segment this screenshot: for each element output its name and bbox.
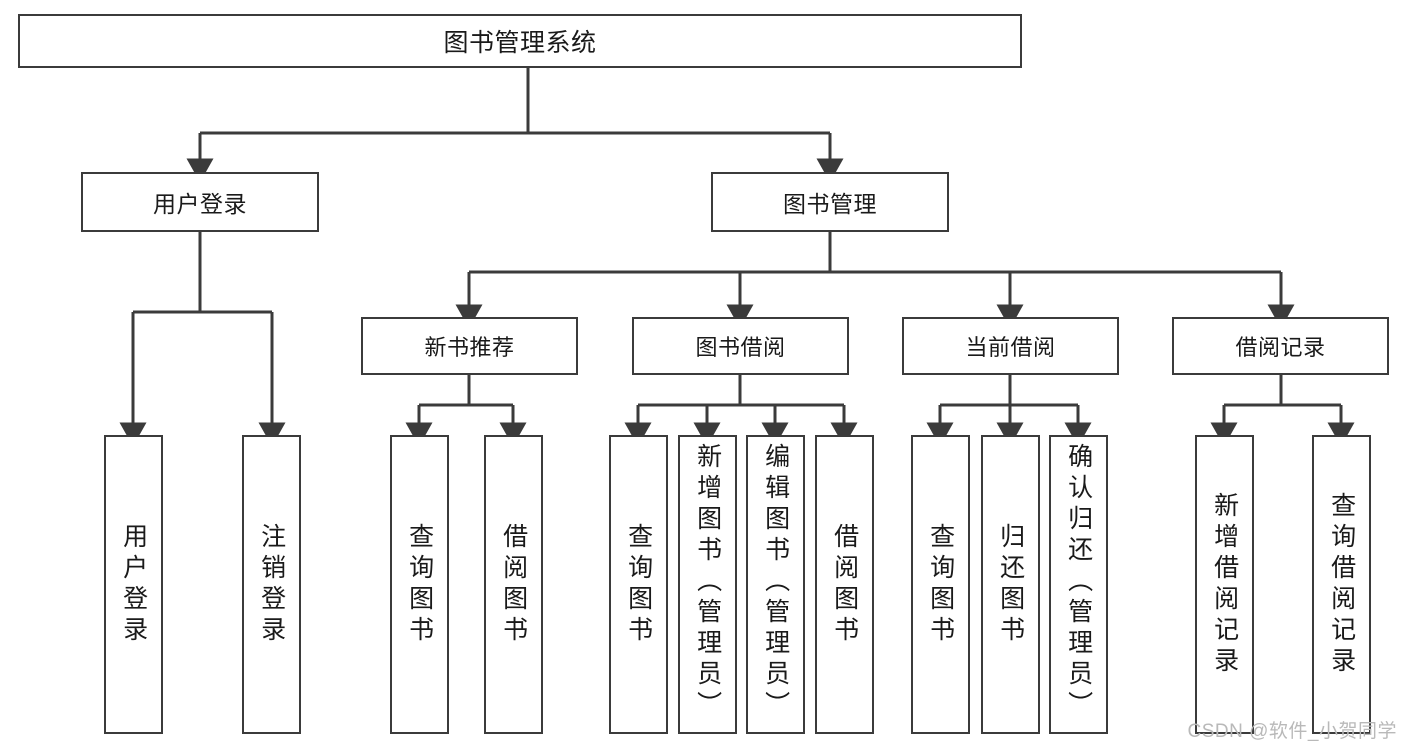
node-leaf-edit-book-admin-label: 编辑图书（管理员） xyxy=(761,443,790,722)
node-user-login-label: 用户登录 xyxy=(153,191,247,217)
node-leaf-query-book-recommend-label: 查询图书 xyxy=(405,522,434,647)
node-new-book-recommend[interactable]: 新书推荐 xyxy=(361,317,578,375)
node-leaf-borrow-book-label: 借阅图书 xyxy=(830,522,859,647)
node-leaf-confirm-return-admin[interactable]: 确认归还（管理员） xyxy=(1049,435,1108,734)
node-leaf-edit-book-admin[interactable]: 编辑图书（管理员） xyxy=(746,435,805,734)
node-leaf-query-book-recommend[interactable]: 查询图书 xyxy=(390,435,449,734)
node-leaf-add-book-admin-label: 新增图书（管理员） xyxy=(693,443,722,722)
node-leaf-query-borrow-record[interactable]: 查询借阅记录 xyxy=(1312,435,1371,734)
node-current-borrow[interactable]: 当前借阅 xyxy=(902,317,1119,375)
node-root-label: 图书管理系统 xyxy=(443,29,597,57)
node-leaf-confirm-return-admin-label: 确认归还（管理员） xyxy=(1064,443,1093,722)
node-leaf-query-book-borrow-label: 查询图书 xyxy=(624,522,653,647)
node-leaf-return-book-label: 归还图书 xyxy=(996,522,1025,647)
node-book-management-label: 图书管理 xyxy=(783,191,877,217)
node-leaf-query-book-current-label: 查询图书 xyxy=(926,522,955,647)
node-leaf-user-login-label: 用户登录 xyxy=(119,522,148,647)
node-leaf-add-borrow-record[interactable]: 新增借阅记录 xyxy=(1195,435,1254,734)
node-leaf-add-book-admin[interactable]: 新增图书（管理员） xyxy=(678,435,737,734)
node-leaf-logout-label: 注销登录 xyxy=(257,522,286,647)
node-leaf-return-book[interactable]: 归还图书 xyxy=(981,435,1040,734)
node-current-borrow-label: 当前借阅 xyxy=(965,335,1056,360)
node-leaf-query-book-current[interactable]: 查询图书 xyxy=(911,435,970,734)
csdn-watermark: CSDN @软件_小贺同学 xyxy=(1187,721,1397,742)
node-book-borrow-label: 图书借阅 xyxy=(695,335,786,360)
node-leaf-borrow-book[interactable]: 借阅图书 xyxy=(815,435,874,734)
node-leaf-borrow-book-recommend[interactable]: 借阅图书 xyxy=(484,435,543,734)
node-user-login[interactable]: 用户登录 xyxy=(81,172,319,232)
node-root-system[interactable]: 图书管理系统 xyxy=(18,14,1022,68)
node-new-book-recommend-label: 新书推荐 xyxy=(424,335,515,360)
node-leaf-add-borrow-record-label: 新增借阅记录 xyxy=(1210,491,1239,678)
node-borrow-record[interactable]: 借阅记录 xyxy=(1172,317,1389,375)
node-book-borrow[interactable]: 图书借阅 xyxy=(632,317,849,375)
node-borrow-record-label: 借阅记录 xyxy=(1235,335,1326,360)
node-leaf-user-login[interactable]: 用户登录 xyxy=(104,435,163,734)
node-leaf-query-book-borrow[interactable]: 查询图书 xyxy=(609,435,668,734)
node-leaf-query-borrow-record-label: 查询借阅记录 xyxy=(1327,491,1356,678)
node-leaf-borrow-book-recommend-label: 借阅图书 xyxy=(499,522,528,647)
node-leaf-logout[interactable]: 注销登录 xyxy=(242,435,301,734)
node-book-management[interactable]: 图书管理 xyxy=(711,172,949,232)
